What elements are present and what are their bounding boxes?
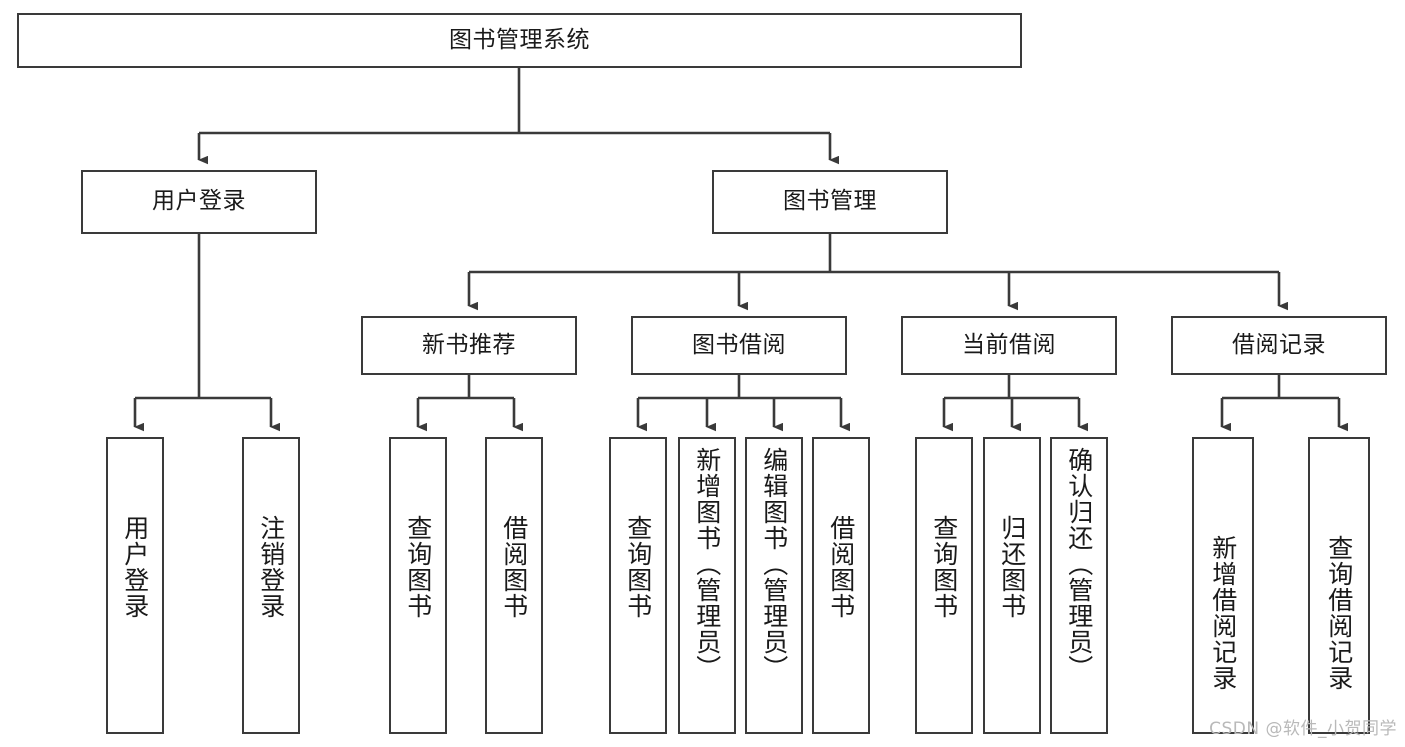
- leaf-query-book-current[interactable]: 查询图书: [915, 437, 973, 734]
- node-book-borrow-label: 图书借阅: [692, 331, 786, 358]
- leaf-confirm-return[interactable]: 确认归还（管理员）: [1050, 437, 1108, 734]
- node-root[interactable]: 图书管理系统: [17, 13, 1022, 68]
- watermark: CSDN @软件_小贺同学: [1209, 719, 1397, 739]
- leaf-borrow-book[interactable]: 借阅图书: [812, 437, 870, 734]
- leaf-query-book-borrow[interactable]: 查询图书: [609, 437, 667, 734]
- leaf-return-book-label: 归还图书: [997, 515, 1027, 619]
- leaf-query-borrow-record[interactable]: 查询借阅记录: [1308, 437, 1370, 734]
- node-current-borrow-label: 当前借阅: [962, 331, 1056, 358]
- node-borrow-record[interactable]: 借阅记录: [1171, 316, 1387, 375]
- leaf-return-book[interactable]: 归还图书: [983, 437, 1041, 734]
- leaf-query-book-borrow-label: 查询图书: [623, 515, 653, 619]
- node-new-book-recommend-label: 新书推荐: [422, 331, 516, 358]
- node-book-manage-label: 图书管理: [783, 188, 877, 215]
- leaf-confirm-return-label: 确认归还（管理员）: [1064, 447, 1094, 681]
- leaf-borrow-book-recommend[interactable]: 借阅图书: [485, 437, 543, 734]
- node-new-book-recommend[interactable]: 新书推荐: [361, 316, 577, 375]
- leaf-add-borrow-record[interactable]: 新增借阅记录: [1192, 437, 1254, 734]
- node-borrow-record-label: 借阅记录: [1232, 331, 1326, 358]
- leaf-query-book-recommend[interactable]: 查询图书: [389, 437, 447, 734]
- leaf-user-login[interactable]: 用户登录: [106, 437, 164, 734]
- leaf-borrow-book-label: 借阅图书: [826, 515, 856, 619]
- leaf-user-login-label: 用户登录: [120, 515, 150, 619]
- node-book-manage[interactable]: 图书管理: [712, 170, 948, 234]
- leaf-query-book-recommend-label: 查询图书: [403, 515, 433, 619]
- leaf-query-borrow-record-label: 查询借阅记录: [1324, 535, 1354, 691]
- leaf-logout-label: 注销登录: [256, 515, 286, 619]
- leaf-add-borrow-record-label: 新增借阅记录: [1208, 535, 1238, 691]
- leaf-edit-book[interactable]: 编辑图书（管理员）: [745, 437, 803, 734]
- node-user-login[interactable]: 用户登录: [81, 170, 317, 234]
- leaf-edit-book-label: 编辑图书（管理员）: [759, 447, 789, 681]
- leaf-add-book[interactable]: 新增图书（管理员）: [678, 437, 736, 734]
- node-book-borrow[interactable]: 图书借阅: [631, 316, 847, 375]
- leaf-query-book-current-label: 查询图书: [929, 515, 959, 619]
- node-root-label: 图书管理系统: [449, 26, 590, 53]
- leaf-borrow-book-recommend-label: 借阅图书: [499, 515, 529, 619]
- node-user-login-label: 用户登录: [152, 188, 246, 215]
- node-current-borrow[interactable]: 当前借阅: [901, 316, 1117, 375]
- leaf-add-book-label: 新增图书（管理员）: [692, 447, 722, 681]
- leaf-logout[interactable]: 注销登录: [242, 437, 300, 734]
